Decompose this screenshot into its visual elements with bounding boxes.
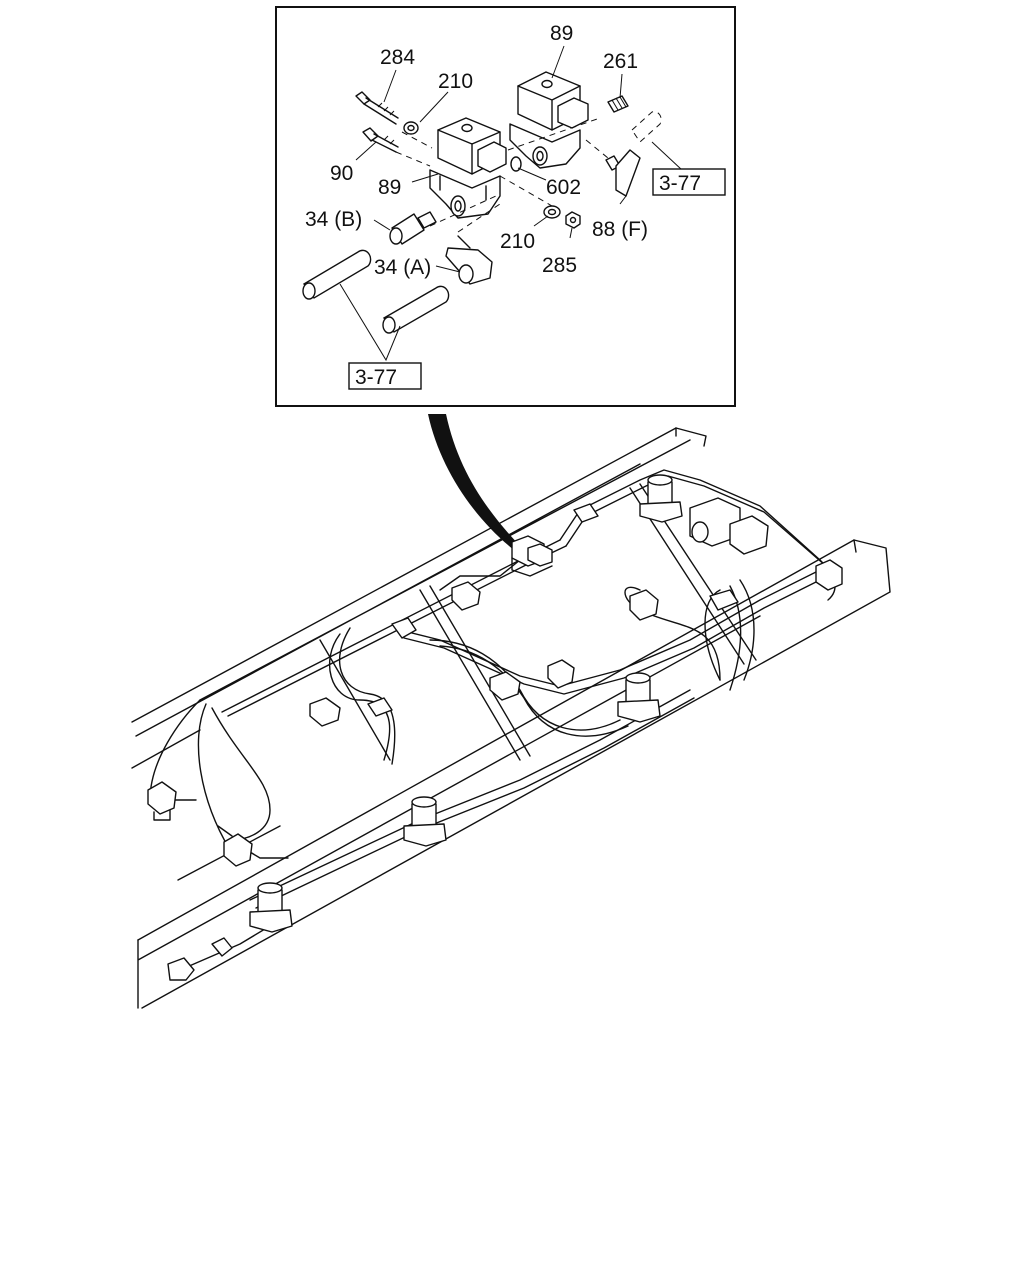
label-34a: 34 (A) <box>374 256 431 279</box>
relay-valve-rear <box>639 474 683 523</box>
solenoid-valve-89-upper <box>509 71 589 169</box>
ref-box-right <box>652 168 726 196</box>
label-210-bottom: 210 <box>500 230 535 253</box>
chassis-components <box>147 474 843 981</box>
detail-inset: 284 210 89 261 90 89 602 34 (B) 210 88 (… <box>275 6 736 407</box>
chassis-frame <box>131 427 891 1009</box>
hose-pair-left <box>302 249 450 334</box>
connector-34b <box>389 211 437 245</box>
brake-chamber-4 <box>451 581 481 611</box>
leader-lines <box>339 45 683 362</box>
valve-far-right <box>815 559 843 591</box>
label-34b: 34 (B) <box>305 208 362 231</box>
brake-chamber-3 <box>309 697 341 727</box>
relay-valve-right <box>617 672 661 723</box>
brake-chamber-6 <box>547 659 575 689</box>
label-90: 90 <box>330 162 353 185</box>
ref-label-left: 3-77 <box>355 366 397 389</box>
fitting-88f <box>605 149 641 197</box>
label-210-top: 210 <box>438 70 473 93</box>
brake-chamber-2 <box>217 825 253 867</box>
hose-right <box>631 111 662 143</box>
label-261: 261 <box>603 50 638 73</box>
valve-block-rear <box>689 497 769 555</box>
label-89-top: 89 <box>550 22 573 45</box>
ref-box-left <box>348 362 422 390</box>
solenoid-valve-89-lower <box>429 117 507 219</box>
callout-pointer <box>428 414 520 550</box>
label-602: 602 <box>546 176 581 199</box>
inset-frame <box>275 6 736 407</box>
relay-valve-left <box>249 882 293 933</box>
connector-front <box>167 937 233 981</box>
elbow-34a <box>445 235 493 285</box>
brake-chamber-5 <box>489 671 521 701</box>
valve-cluster-detail <box>511 535 553 577</box>
o-ring-602 <box>510 156 522 172</box>
brake-chamber-1 <box>147 781 177 821</box>
label-285: 285 <box>542 254 577 277</box>
label-89-mid: 89 <box>378 176 401 199</box>
plug-261 <box>607 95 629 113</box>
brake-chamber-7 <box>629 589 659 621</box>
label-88f: 88 (F) <box>592 218 648 241</box>
relay-valve-middle <box>403 796 447 847</box>
label-284: 284 <box>380 46 415 69</box>
pipe-fittings <box>367 503 739 717</box>
ref-label-right: 3-77 <box>659 172 701 195</box>
bolt-284 <box>355 91 399 125</box>
